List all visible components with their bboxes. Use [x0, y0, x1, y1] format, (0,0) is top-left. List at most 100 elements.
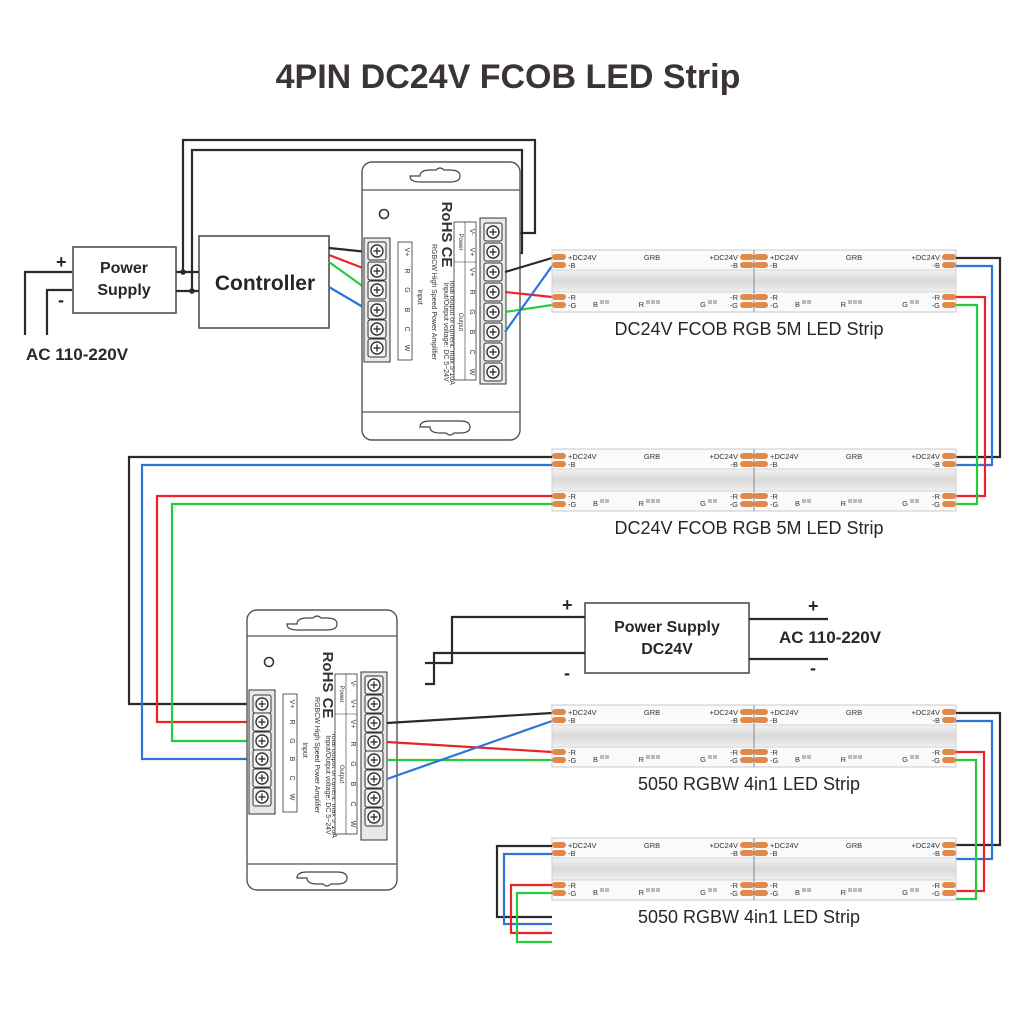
input-pin-label: W	[288, 794, 295, 801]
chip-order-label: GRB	[644, 452, 660, 461]
input-block-label: Input	[416, 289, 423, 305]
ps-dc24v-plus-left: +	[562, 595, 573, 615]
chip-label-b: B	[593, 755, 598, 764]
pad-label-r: -R	[770, 492, 778, 501]
pad-label-dc24v: +DC24V	[568, 452, 597, 461]
pad-label-r: -R	[730, 881, 738, 890]
amp1-output-wires	[504, 256, 553, 333]
output-pin-label: C	[468, 349, 475, 354]
controller-box: Controller	[198, 235, 330, 329]
pad-label-g: -G	[568, 301, 576, 310]
ce-mark: CE	[438, 247, 455, 268]
pad-label-r: -R	[770, 748, 778, 757]
output-pin-label: B	[349, 782, 356, 787]
pad-label-b: -B	[731, 261, 739, 270]
chip-label-r: R	[841, 300, 847, 309]
chip-label-r: R	[841, 888, 847, 897]
input-pin-label: W	[403, 345, 410, 352]
power-pin-label: V+	[468, 248, 475, 257]
pad-label-r: -R	[932, 492, 940, 501]
pad-label-dc24v: +DC24V	[709, 253, 738, 262]
chip-label-g: G	[902, 888, 908, 897]
strip-4-caption: 5050 RGBW 4in1 LED Strip	[638, 907, 860, 927]
rohs-mark: RoHS	[438, 202, 455, 243]
input-pin-label: C	[288, 775, 295, 780]
strip-2-caption: DC24V FCOB RGB 5M LED Strip	[614, 518, 883, 538]
mount-hole-icon	[296, 871, 348, 887]
pad-label-b: -B	[933, 261, 941, 270]
strip4-continuation-wires	[495, 844, 552, 944]
ps-dc24v-minus-right: -	[810, 658, 816, 678]
power-led-icon	[263, 656, 275, 668]
ps-minus-sign: -	[58, 290, 64, 310]
input-pin-label: G	[288, 738, 295, 743]
pad-label-b: -B	[933, 716, 941, 725]
chip-label-r: R	[639, 499, 645, 508]
ac-input-label-top: AC 110-220V	[26, 345, 129, 364]
pad-label-g: -G	[730, 500, 738, 509]
input-block-label: Input	[301, 742, 308, 758]
pad-label-r: -R	[568, 748, 576, 757]
power-supply-label-2: Supply	[97, 282, 150, 299]
pad-label-dc24v: +DC24V	[568, 841, 597, 850]
chip-label-g: G	[902, 300, 908, 309]
power-block-label: Power	[457, 233, 463, 250]
output-pin-label: B	[468, 330, 475, 335]
mount-hole-icon	[409, 167, 461, 183]
amplifier-bottom: V+ R G B C W Input RGBCW High Speed Powe…	[246, 609, 398, 891]
input-pin-label: C	[403, 326, 410, 331]
pad-label-g: -G	[932, 889, 940, 898]
output-pin-label: G	[468, 309, 475, 314]
pad-label-dc24v: +DC24V	[770, 452, 799, 461]
pad-label-dc24v: +DC24V	[911, 253, 940, 262]
pad-label-dc24v: +DC24V	[911, 708, 940, 717]
led-strip-3	[551, 704, 957, 768]
pad-label-g: -G	[730, 889, 738, 898]
input-pin-label: B	[403, 308, 410, 313]
output-pin-label: W	[468, 369, 475, 376]
pad-label-dc24v: +DC24V	[770, 841, 799, 850]
output-block-label: Output	[338, 765, 344, 783]
amp2-output-wires	[386, 711, 553, 781]
led-strip-2	[551, 448, 957, 512]
pad-label-b: -B	[568, 261, 576, 270]
chip-order-label: GRB	[644, 841, 660, 850]
pad-label-g: -G	[730, 756, 738, 765]
pad-label-b: -B	[568, 849, 576, 858]
output-pin-label: R	[468, 289, 475, 294]
pad-label-b: -B	[770, 460, 778, 469]
pad-label-r: -R	[568, 881, 576, 890]
chip-label-r: R	[639, 755, 645, 764]
pad-label-dc24v: +DC24V	[770, 253, 799, 262]
pad-label-g: -G	[568, 500, 576, 509]
pad-label-g: -G	[568, 889, 576, 898]
pad-label-r: -R	[730, 492, 738, 501]
input-pin-label: V+	[288, 700, 295, 709]
led-strip-4	[551, 837, 957, 901]
chip-label-b: B	[795, 755, 800, 764]
pad-label-b: -B	[731, 716, 739, 725]
amplifier-spec-2: Total output of current: max 5*10A	[448, 279, 455, 385]
pad-label-g: -G	[770, 889, 778, 898]
amplifier-spec-1: Input/Output voltage: DC 5~24V	[442, 282, 449, 382]
ps-plus-sign: +	[56, 252, 67, 272]
power-block-label: Power	[338, 685, 344, 702]
pad-label-dc24v: +DC24V	[568, 253, 597, 262]
pad-label-r: -R	[932, 748, 940, 757]
pad-label-dc24v: +DC24V	[568, 708, 597, 717]
chip-label-b: B	[593, 300, 598, 309]
power-pin-label: V-	[349, 681, 356, 688]
ps-dc24v-label-1: Power Supply	[614, 619, 720, 636]
chip-order-label: GRB	[846, 452, 862, 461]
mount-hole-icon	[286, 615, 338, 631]
chip-label-b: B	[795, 300, 800, 309]
chip-order-label: GRB	[644, 708, 660, 717]
power-supply-dc24v-box: Power Supply DC24V	[584, 602, 750, 674]
chip-label-g: G	[902, 755, 908, 764]
chip-label-r: R	[639, 888, 645, 897]
input-pin-label: G	[403, 287, 410, 292]
pad-label-g: -G	[770, 500, 778, 509]
output-pin-label: C	[349, 801, 356, 806]
power-supply-label-1: Power	[100, 260, 148, 277]
chip-label-g: G	[700, 499, 706, 508]
